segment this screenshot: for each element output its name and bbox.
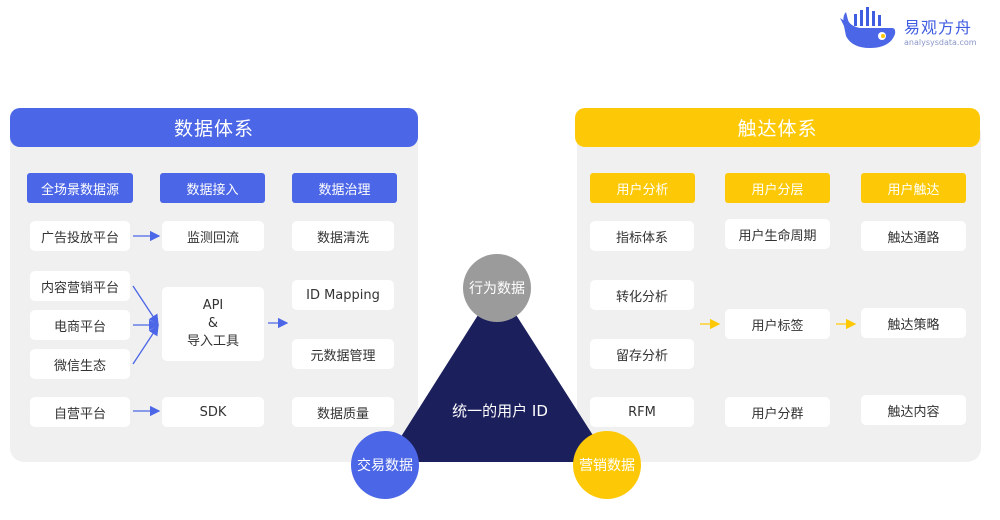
reach-channels: 触达通路 — [861, 221, 966, 251]
source-ad-platform: 广告投放平台 — [30, 221, 130, 251]
col-head-user-layering: 用户分层 — [725, 173, 830, 203]
col-head-user-analysis: 用户分析 — [590, 173, 695, 203]
col-head-data-governance: 数据治理 — [292, 173, 397, 203]
behavior-data-circle: 行为数据 — [463, 254, 531, 322]
gov-id-mapping: ID Mapping — [292, 280, 394, 310]
arrow-wechat-to-api — [132, 324, 159, 365]
api-label: API — [202, 298, 224, 313]
logo-name: 易观方舟 — [904, 18, 973, 37]
analysis-rfm: RFM — [590, 397, 694, 427]
access-monitor: 监测回流 — [162, 221, 264, 251]
gov-metadata: 元数据管理 — [292, 339, 394, 369]
user-id-triangle — [385, 285, 610, 462]
layer-segments: 用户分群 — [725, 397, 830, 427]
analysis-conversion: 转化分析 — [590, 280, 694, 310]
col-head-user-reach: 用户触达 — [861, 173, 966, 203]
reach-content: 触达内容 — [861, 395, 966, 425]
source-ecommerce: 电商平台 — [30, 310, 130, 340]
transaction-data-circle: 交易数据 — [351, 431, 419, 499]
source-wechat: 微信生态 — [30, 349, 130, 379]
unified-user-id-label: 统一的用户 ID — [452, 402, 548, 420]
reach-system-header: 触达体系 — [575, 108, 980, 147]
gov-quality: 数据质量 — [292, 397, 394, 427]
api-import-tool: 导入工具 — [186, 334, 239, 349]
arrow-content-to-api — [132, 285, 159, 326]
layer-lifecycle: 用户生命周期 — [725, 219, 830, 249]
logo: 易观方舟 analysysdata.com — [840, 6, 990, 56]
reach-strategy: 触达策略 — [861, 308, 966, 338]
layer-tags: 用户标签 — [725, 309, 830, 339]
logo-url: analysysdata.com — [904, 38, 977, 47]
col-head-data-sources: 全场景数据源 — [27, 173, 133, 203]
gov-cleaning: 数据清洗 — [292, 221, 394, 251]
analysis-metrics: 指标体系 — [590, 221, 694, 251]
col-head-data-access: 数据接入 — [160, 173, 265, 203]
access-api-import: API & 导入工具 — [162, 287, 264, 361]
marketing-data-circle: 营销数据 — [573, 431, 641, 499]
analysis-retention: 留存分析 — [590, 339, 694, 369]
api-ampersand: & — [207, 316, 219, 331]
data-system-header: 数据体系 — [10, 108, 418, 147]
source-own-platform: 自营平台 — [30, 397, 130, 427]
whale-logo-icon — [840, 7, 896, 48]
access-sdk: SDK — [162, 397, 264, 427]
source-content-marketing: 内容营销平台 — [30, 271, 130, 301]
